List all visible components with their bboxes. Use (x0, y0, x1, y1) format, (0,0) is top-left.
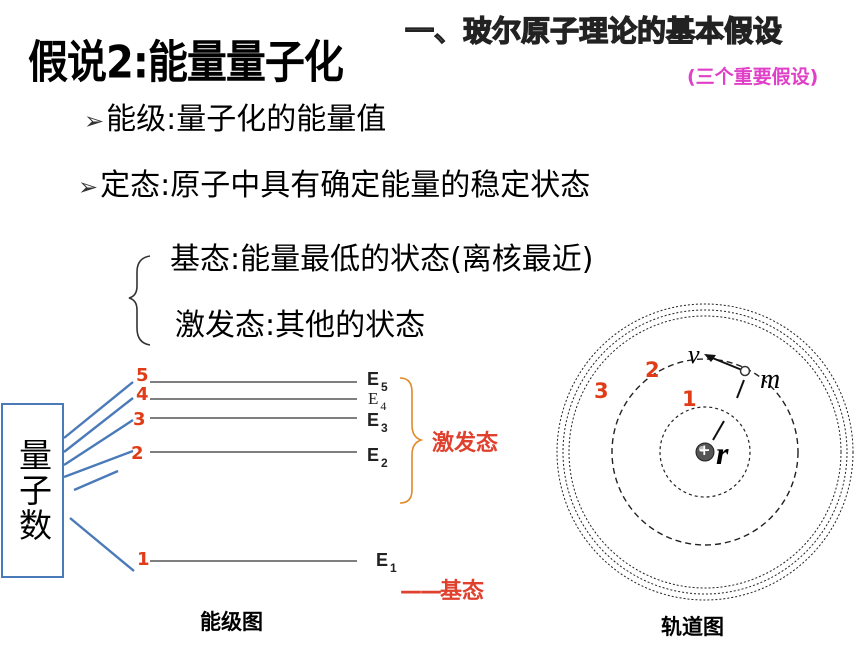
bullet-text: 定态:原子中具有确定能量的稳定状态 (100, 168, 591, 203)
level-number-5: 5 (136, 365, 149, 386)
orbit-2 (611, 358, 799, 546)
nucleus-plus-symbol: + (698, 441, 711, 459)
bullet-text: 能级:量子化的能量值 (106, 102, 387, 137)
ground-state-definition: 基态:能量最低的状态(离核最近) (170, 242, 594, 277)
orbit-1 (659, 406, 751, 498)
excited-state-definition: 激发态:其他的状态 (175, 308, 426, 343)
orbit-3a (568, 315, 842, 589)
quantum-number-connectors (63, 381, 135, 572)
level-number-3: 3 (133, 409, 146, 430)
electron-icon (739, 365, 751, 377)
level-number-2: 2 (131, 443, 144, 464)
section-subtitle: (三个重要假设) (687, 66, 819, 88)
velocity-symbol: v (688, 340, 700, 369)
level-number-4: 4 (136, 384, 149, 405)
orbit-label-1: 1 (682, 387, 697, 411)
excited-levels-brace (399, 377, 424, 504)
orbit-label-3: 3 (594, 379, 609, 403)
velocity-arrowhead-icon (704, 354, 716, 362)
level-number-1: 1 (137, 549, 150, 570)
radius-line (712, 420, 725, 441)
orbit-diagram-caption: 轨道图 (661, 615, 724, 639)
mass-symbol: m (760, 364, 781, 395)
orbit-3b (562, 309, 848, 595)
bullet-stationary-state: ➢定态:原子中具有确定能量的稳定状态 (78, 160, 590, 204)
ground-state-tag: ——基态 (400, 579, 485, 604)
arrow-bullet-icon: ➢ (78, 173, 99, 201)
quantum-number-label: 量子数 (13, 438, 53, 543)
velocity-arrow (709, 356, 743, 371)
nucleus-highlight (699, 446, 705, 452)
radius-line-upper (736, 379, 745, 399)
excited-state-tag: 激发态 (432, 431, 499, 456)
states-brace (128, 255, 151, 346)
hypothesis-title: 假说2:能量量子化 (28, 37, 344, 89)
quantum-number-box: 量子数 (1, 403, 64, 578)
radius-symbol: r (716, 435, 729, 471)
bullet-energy-level: ➢能级:量子化的能量值 (84, 94, 386, 138)
orbit-3c (556, 303, 854, 601)
arrow-bullet-icon: ➢ (84, 107, 105, 135)
orbit-diagram (556, 303, 854, 601)
energy-diagram-caption: 能级图 (200, 610, 263, 634)
orbit-label-2: 2 (645, 358, 660, 382)
section-title: 一、玻尔原子理论的基本假设 (404, 13, 783, 48)
